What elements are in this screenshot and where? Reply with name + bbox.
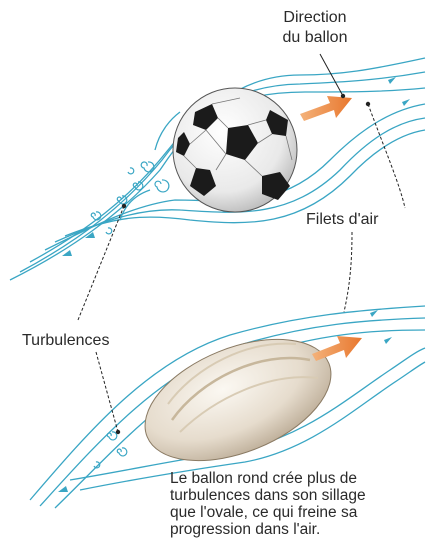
- caption-line4: progression dans l'air.: [170, 521, 320, 538]
- soccer-ball-icon: [173, 88, 297, 212]
- turbulences-label: Turbulences: [22, 332, 109, 349]
- caption-line3: que l'ovale, ce qui freine sa: [170, 504, 358, 521]
- direction-label-line2: du ballon: [283, 29, 348, 46]
- filets-label: Filets d'air: [306, 211, 379, 228]
- direction-arrow-bottom: [312, 336, 362, 361]
- caption-line2: turbulences dans son sillage: [170, 487, 366, 504]
- direction-arrow-top: [300, 96, 352, 121]
- caption-line1: Le ballon rond crée plus de: [170, 470, 357, 487]
- direction-label-line1: Direction: [283, 9, 346, 26]
- turbulence-swirls-bottom: [94, 432, 127, 468]
- rugby-ball-icon: [128, 315, 349, 485]
